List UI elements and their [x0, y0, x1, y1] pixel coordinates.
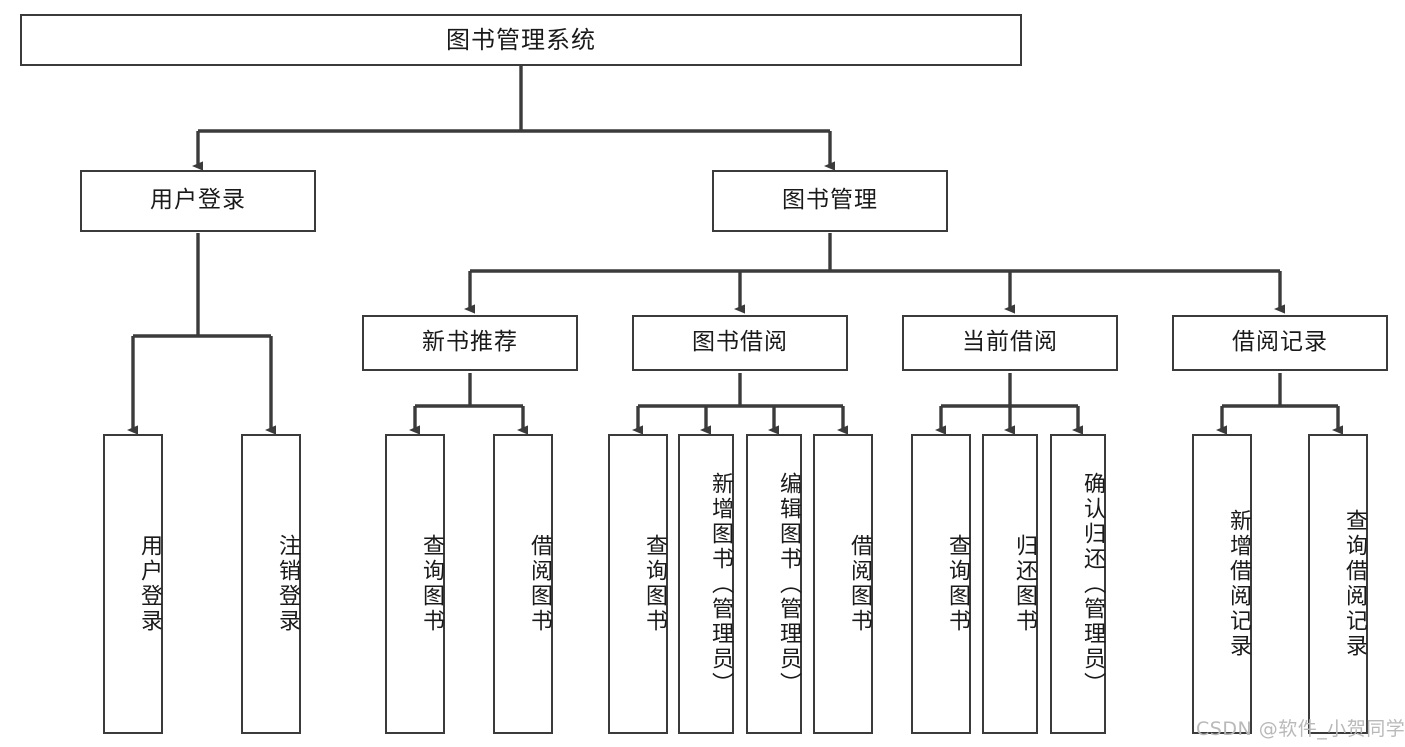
- node-label: 归还图书: [1012, 534, 1037, 634]
- node-current-borrow[interactable]: 当前借阅: [902, 315, 1118, 371]
- node-label: 注销登录: [275, 534, 300, 634]
- node-leaf-edit-book[interactable]: 编辑图书（管理员）: [746, 434, 802, 734]
- node-leaf-add-record[interactable]: 新增借阅记录: [1192, 434, 1252, 734]
- node-user-login[interactable]: 用户登录: [80, 170, 316, 232]
- node-new-book-recommend[interactable]: 新书推荐: [362, 315, 578, 371]
- node-label: 借阅图书: [847, 534, 872, 634]
- csdn-watermark: CSDN @软件_小贺同学: [1196, 718, 1405, 740]
- node-label: 编辑图书（管理员）: [776, 471, 801, 697]
- node-label: 图书管理: [782, 187, 878, 214]
- node-leaf-borrow-book-1[interactable]: 借阅图书: [493, 434, 553, 734]
- node-label: 确认归还（管理员）: [1080, 471, 1105, 697]
- node-leaf-confirm-return[interactable]: 确认归还（管理员）: [1050, 434, 1106, 734]
- node-label: 查询借阅记录: [1342, 509, 1367, 659]
- node-label: 当前借阅: [962, 329, 1058, 356]
- node-leaf-borrow-book-2[interactable]: 借阅图书: [813, 434, 873, 734]
- node-label: 查询图书: [419, 534, 444, 634]
- node-leaf-query-book-3[interactable]: 查询图书: [911, 434, 971, 734]
- node-leaf-query-book-1[interactable]: 查询图书: [385, 434, 445, 734]
- node-label: 借阅记录: [1232, 329, 1328, 356]
- node-label: 借阅图书: [527, 534, 552, 634]
- node-book-manage[interactable]: 图书管理: [712, 170, 948, 232]
- node-book-borrow[interactable]: 图书借阅: [632, 315, 848, 371]
- node-label: 用户登录: [150, 187, 246, 214]
- node-label: 图书借阅: [692, 329, 788, 356]
- node-leaf-query-book-2[interactable]: 查询图书: [608, 434, 668, 734]
- node-label: 查询图书: [945, 534, 970, 634]
- node-label: 用户登录: [137, 534, 162, 634]
- node-label: 图书管理系统: [446, 25, 596, 54]
- node-leaf-user-login[interactable]: 用户登录: [103, 434, 163, 734]
- node-borrow-record[interactable]: 借阅记录: [1172, 315, 1388, 371]
- node-leaf-query-record[interactable]: 查询借阅记录: [1308, 434, 1368, 734]
- node-label: 新书推荐: [422, 329, 518, 356]
- node-label: 查询图书: [642, 534, 667, 634]
- node-label: 新增图书（管理员）: [708, 471, 733, 697]
- node-leaf-add-book[interactable]: 新增图书（管理员）: [678, 434, 734, 734]
- node-leaf-return-book[interactable]: 归还图书: [982, 434, 1038, 734]
- node-leaf-logout-login[interactable]: 注销登录: [241, 434, 301, 734]
- node-label: 新增借阅记录: [1226, 509, 1251, 659]
- node-root-system[interactable]: 图书管理系统: [20, 14, 1022, 66]
